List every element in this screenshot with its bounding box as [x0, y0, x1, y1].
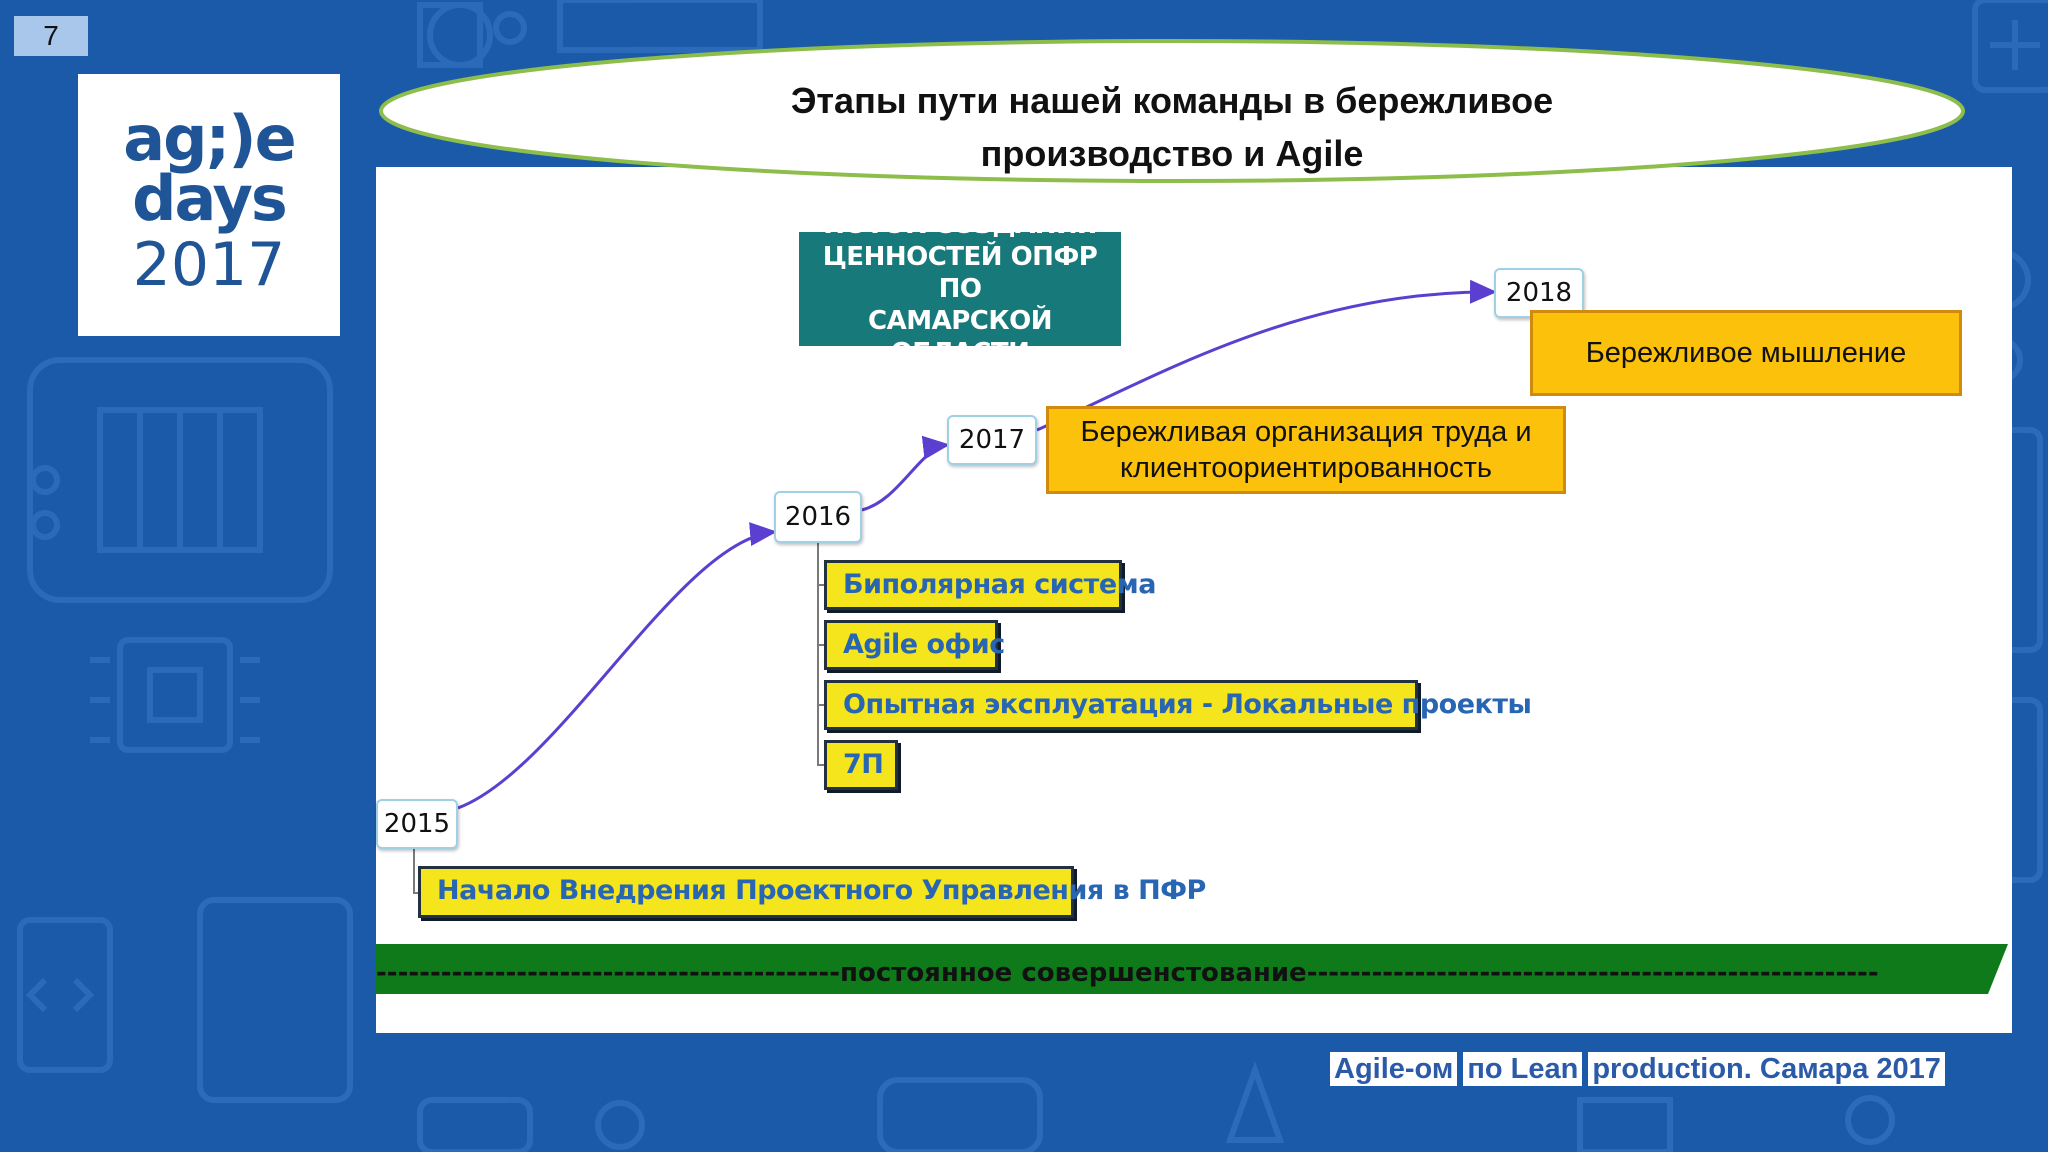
stream-line-2: ЦЕННОСТЕЙ ОПФР ПО	[822, 242, 1098, 304]
footer-caption: Agile-ом по Lean production. Самара 2017	[1330, 1052, 1945, 1086]
logo-line-1: ag;)e	[123, 102, 296, 175]
item-2017-lean-organization: Бережливая организация труда и клиентоор…	[1046, 406, 1566, 494]
footer-part-1: Agile-ом	[1330, 1052, 1458, 1086]
arrow-2016-2017	[861, 435, 950, 512]
title-banner: Этапы пути нашей команды в бережливое пр…	[378, 38, 1966, 184]
item-2016-bipolar-system: Биполярная система	[824, 560, 1156, 610]
title-line-1: Этапы пути нашей команды в бережливое	[790, 80, 1554, 121]
connector-2016	[817, 543, 824, 766]
stream-line-1: ПОТОК СОЗДАНИЯ	[823, 210, 1097, 240]
item-2016-pilot-operation: Опытная эксплуатация - Локальные проекты	[824, 680, 1532, 730]
item-2017-line-1: Бережливая организация труда и	[1080, 416, 1532, 448]
banner-bar	[376, 944, 2008, 994]
agile-days-logo: ag;)e days 2017	[78, 74, 340, 336]
item-2017-line-2: клиентоориентированность	[1120, 452, 1492, 484]
item-2016-7p: 7П	[824, 740, 898, 790]
footer-part-2: по Lean	[1463, 1052, 1583, 1086]
value-stream-box: ПОТОК СОЗДАНИЯ ЦЕННОСТЕЙ ОПФР ПО САМАРСК…	[799, 210, 1121, 368]
logo-line-3: 2017	[132, 230, 286, 300]
continuous-improvement-banner: ----------------------------------------…	[376, 958, 1879, 988]
item-2015-project-management: Начало Внедрения Проектного Управления в…	[418, 866, 1206, 918]
year-2017: 2017	[947, 415, 1037, 465]
year-2018: 2018	[1494, 268, 1584, 318]
connector-2015	[413, 849, 418, 894]
stream-line-3: САМАРСКОЙ ОБЛАСТИ	[868, 306, 1052, 368]
year-2015: 2015	[376, 799, 458, 849]
page-title: Этапы пути нашей команды в бережливое пр…	[378, 74, 1966, 180]
footer-part-3: production. Самара 2017	[1588, 1052, 1945, 1086]
arrow-2015-2016	[457, 522, 777, 810]
title-ellipse	[379, 39, 1965, 183]
year-2016: 2016	[774, 491, 862, 543]
item-2018-lean-thinking: Бережливое мышление	[1530, 310, 1962, 396]
slide-number: 7	[14, 16, 88, 56]
logo-line-2: days	[132, 162, 288, 235]
item-2016-agile-office: Agile офис	[824, 620, 1005, 670]
title-line-2: производство и Agile	[980, 133, 1364, 174]
